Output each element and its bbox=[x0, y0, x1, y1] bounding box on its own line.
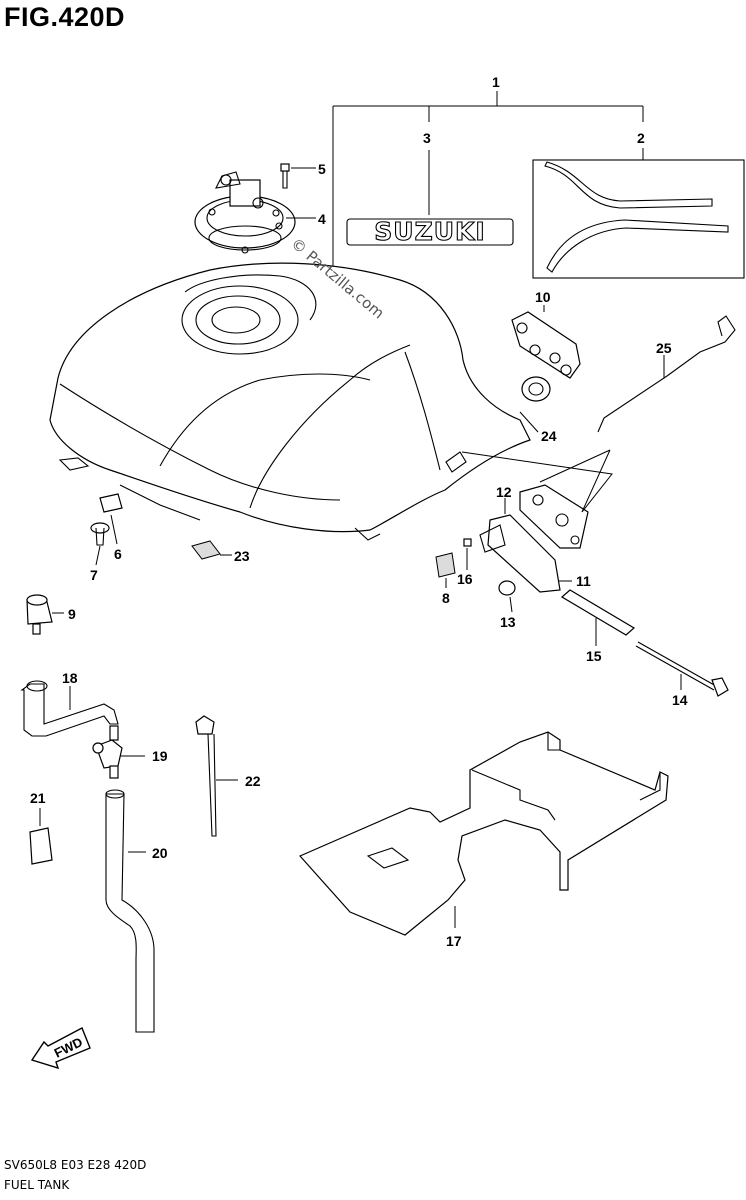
cable-tie[interactable] bbox=[195, 715, 217, 837]
drain-hose[interactable] bbox=[105, 789, 155, 1033]
forward-direction-arrow: FWD bbox=[30, 1027, 91, 1070]
tank-bracket-cushion[interactable] bbox=[511, 311, 581, 379]
collar[interactable] bbox=[90, 522, 110, 546]
callout-4: 4 bbox=[318, 211, 326, 227]
callout-16: 16 bbox=[457, 571, 473, 587]
callout-labels: 1 2 3 4 5 6 7 8 9 10 11 12 13 14 15 16 1… bbox=[30, 74, 688, 949]
label-plate[interactable] bbox=[435, 552, 456, 578]
small-clip[interactable] bbox=[463, 538, 472, 547]
callout-8: 8 bbox=[442, 590, 450, 606]
callout-24: 24 bbox=[541, 428, 557, 444]
pivot-sleeve[interactable] bbox=[560, 589, 636, 636]
callout-19: 19 bbox=[152, 748, 168, 764]
figure-title: FIG.420D bbox=[4, 2, 126, 32]
caution-label[interactable] bbox=[29, 827, 53, 865]
mount-cushion[interactable] bbox=[99, 493, 123, 513]
figure-code: SV650L8 E03 E28 420D bbox=[4, 1158, 147, 1172]
callout-12: 12 bbox=[496, 484, 512, 500]
tank-hinge-bracket[interactable] bbox=[479, 484, 589, 593]
fuel-tank-body[interactable] bbox=[49, 262, 531, 541]
callout-13: 13 bbox=[500, 614, 516, 630]
callout-11: 11 bbox=[576, 573, 591, 589]
callout-22: 22 bbox=[245, 773, 261, 789]
callout-1: 1 bbox=[492, 74, 500, 90]
callout-9: 9 bbox=[68, 606, 76, 622]
callout-7: 7 bbox=[90, 567, 98, 583]
drain-hose-elbow[interactable] bbox=[20, 680, 119, 737]
tank-pad[interactable] bbox=[191, 540, 221, 560]
callout-18: 18 bbox=[62, 670, 78, 686]
callout-2: 2 bbox=[637, 130, 645, 146]
pivot-bolt[interactable] bbox=[635, 641, 729, 697]
callout-5: 5 bbox=[318, 161, 326, 177]
callout-23: 23 bbox=[234, 548, 250, 564]
bushing[interactable] bbox=[498, 580, 516, 596]
callout-10: 10 bbox=[535, 289, 551, 305]
callout-6: 6 bbox=[114, 546, 122, 562]
figure-name: FUEL TANK bbox=[4, 1178, 70, 1192]
hose-tee-fitting[interactable] bbox=[92, 725, 123, 779]
callout-15: 15 bbox=[586, 648, 602, 664]
cap-bolt[interactable] bbox=[280, 163, 290, 189]
callout-17: 17 bbox=[446, 933, 462, 949]
rear-rubber-mount[interactable] bbox=[521, 376, 551, 402]
callout-14: 14 bbox=[672, 692, 688, 708]
kit-bracket bbox=[332, 91, 644, 270]
fuel-filler-cap[interactable] bbox=[194, 171, 296, 254]
callout-20: 20 bbox=[152, 845, 168, 861]
suzuki-emblem-decal[interactable]: SUZUKI bbox=[346, 216, 514, 247]
emblem-text: SUZUKI bbox=[374, 217, 485, 246]
tank-stripe-set[interactable] bbox=[532, 159, 745, 279]
callout-25: 25 bbox=[656, 340, 672, 356]
callout-21: 21 bbox=[30, 790, 46, 806]
callout-3: 3 bbox=[423, 130, 431, 146]
tank-prop-rod[interactable] bbox=[597, 315, 736, 433]
rubber-bumper[interactable] bbox=[26, 594, 53, 635]
heat-shield[interactable] bbox=[299, 731, 669, 936]
